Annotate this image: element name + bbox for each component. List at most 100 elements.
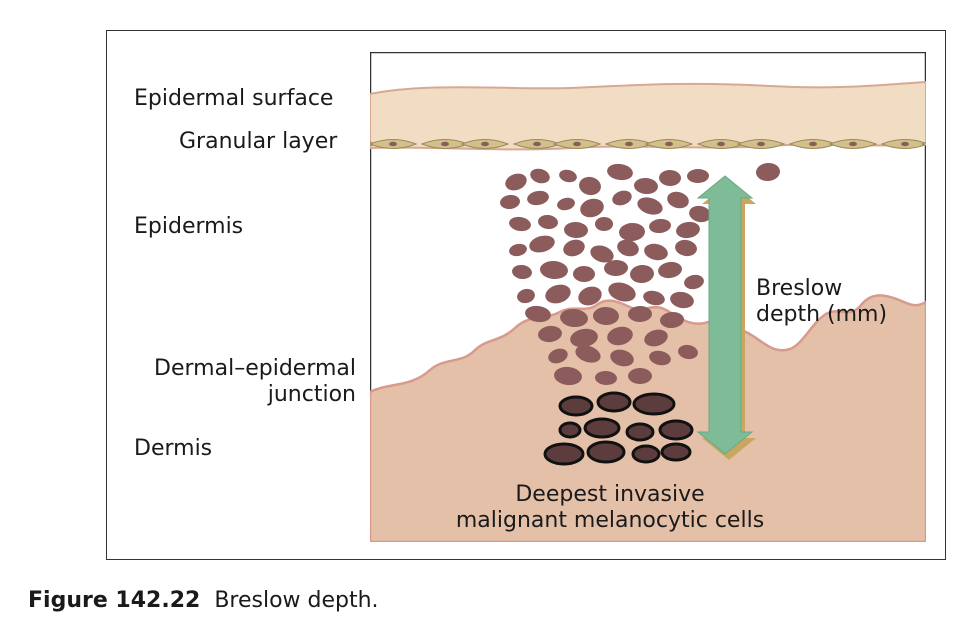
granular-cell-nucleus	[481, 141, 489, 147]
melanocytic-cell	[687, 168, 709, 184]
deep-invasive-cell	[660, 442, 692, 462]
label-dermal-epidermal-line2: junction	[267, 382, 356, 407]
granular-cell-nucleus	[849, 141, 857, 147]
melanocytic-cell	[517, 288, 535, 304]
deep-invasive-cell	[558, 395, 594, 417]
melanocytic-cell	[608, 282, 636, 302]
melanocytic-cell	[557, 197, 575, 211]
label-breslow-line2: depth (mm)	[756, 302, 888, 327]
melanocytic-cell	[595, 217, 613, 231]
melanocytic-cell	[538, 325, 562, 343]
melanocytic-cells	[500, 162, 780, 386]
caption-number: Figure 142.22	[28, 588, 201, 613]
melanocytic-cell	[756, 162, 780, 182]
label-dermal-epidermal-junction: Dermal–epidermal junction	[154, 356, 356, 408]
label-epidermal-surface: Epidermal surface	[134, 86, 334, 111]
granular-cell-nucleus	[533, 141, 541, 147]
label-granular-layer: Granular layer	[179, 129, 338, 154]
melanocytic-cell	[619, 222, 645, 242]
label-breslow-depth: Breslow depth (mm)	[756, 276, 887, 328]
breslow-depth-arrow	[696, 175, 756, 460]
melanocytic-cell	[607, 326, 633, 346]
melanocytic-cell	[637, 197, 663, 215]
melanocytic-cell	[667, 191, 689, 209]
melanocytic-cell	[578, 286, 602, 306]
melanocytic-cell	[509, 216, 531, 232]
melanocytic-cell	[628, 305, 652, 323]
melanocytic-cell	[684, 274, 704, 290]
melanocytic-cell	[500, 194, 520, 210]
granular-cell-nucleus	[625, 141, 633, 147]
melanocytic-cell	[573, 265, 595, 283]
melanocytic-cell	[607, 163, 633, 181]
arrow-body	[696, 175, 754, 455]
label-deepest-line2: malignant melanocytic cells	[455, 508, 765, 533]
melanocytic-cell	[649, 350, 671, 366]
melanocytic-cell	[670, 291, 694, 309]
granular-layer-cells	[370, 139, 926, 149]
melanocytic-cell	[529, 235, 555, 253]
deep-invasive-cell	[558, 421, 582, 439]
melanocytic-cell	[630, 264, 654, 284]
melanocytic-cell	[649, 218, 671, 234]
deep-invasive-cell	[625, 422, 655, 442]
granular-cell-nucleus	[717, 141, 725, 147]
melanocytic-cell	[610, 349, 634, 367]
melanocytic-cell	[512, 264, 532, 280]
deep-invasive-cell	[583, 417, 621, 439]
granular-cell	[920, 142, 926, 146]
melanocytic-cell	[554, 366, 582, 386]
label-deepest-invasive-cells: Deepest invasive malignant melanocytic c…	[420, 482, 800, 534]
melanocytic-cell	[527, 190, 549, 206]
melanocytic-cell	[505, 173, 527, 191]
melanocytic-cell	[538, 214, 558, 230]
melanocytic-cell	[540, 260, 568, 280]
melanocytic-cell	[644, 329, 668, 347]
label-epidermis: Epidermis	[134, 214, 244, 239]
dermis-region	[370, 294, 926, 542]
melanocytic-cell	[660, 311, 684, 329]
figure-frame	[106, 30, 946, 560]
label-dermal-epidermal-line1: Dermal–epidermal	[154, 356, 356, 381]
melanocytic-cell	[545, 284, 571, 304]
granular-cell-nucleus	[809, 141, 817, 147]
granular-cell-nucleus	[665, 141, 673, 147]
granular-cell-nucleus	[573, 141, 581, 147]
deep-invasive-cell	[632, 392, 676, 416]
deep-invasive-cell	[596, 391, 632, 413]
melanocytic-cell	[593, 306, 619, 326]
granular-cell-nucleus	[757, 141, 765, 147]
melanocytic-cell	[643, 290, 665, 306]
melanocytic-cell	[634, 177, 658, 195]
melanocytic-cell	[525, 305, 551, 323]
melanocytic-cell	[617, 239, 639, 257]
deep-invasive-cell	[543, 442, 585, 466]
melanocytic-cell	[689, 205, 711, 223]
caption-text: Breslow depth.	[214, 588, 379, 613]
melanocytic-cell	[678, 344, 698, 360]
melanocytic-cell	[628, 368, 652, 384]
epidermal-surface-band	[370, 80, 926, 151]
melanocytic-cell	[548, 348, 568, 364]
melanocytic-cell	[564, 221, 588, 239]
melanocytic-cell	[659, 169, 681, 187]
melanocytic-cell	[590, 245, 614, 263]
label-deepest-line1: Deepest invasive	[515, 482, 705, 507]
melanocytic-cell	[580, 198, 604, 218]
melanocytic-cell	[612, 190, 632, 206]
deep-invasive-cell	[586, 440, 626, 464]
melanocytic-cell	[570, 328, 598, 348]
melanocytic-cell	[530, 168, 550, 184]
melanocytic-cell	[644, 243, 668, 261]
deep-invasive-cell	[658, 419, 694, 441]
granular-cell-nucleus	[901, 141, 909, 147]
melanocytic-cell	[559, 169, 577, 183]
label-breslow-line1: Breslow	[756, 276, 843, 301]
granular-cell-nucleus	[389, 141, 397, 147]
melanocytic-cell	[575, 345, 601, 363]
skin-cross-section-diagram	[370, 52, 926, 542]
granular-cell-nucleus	[441, 141, 449, 147]
melanocytic-cell	[675, 239, 697, 257]
melanocytic-cell	[563, 239, 585, 257]
melanocytic-cell	[676, 221, 700, 239]
